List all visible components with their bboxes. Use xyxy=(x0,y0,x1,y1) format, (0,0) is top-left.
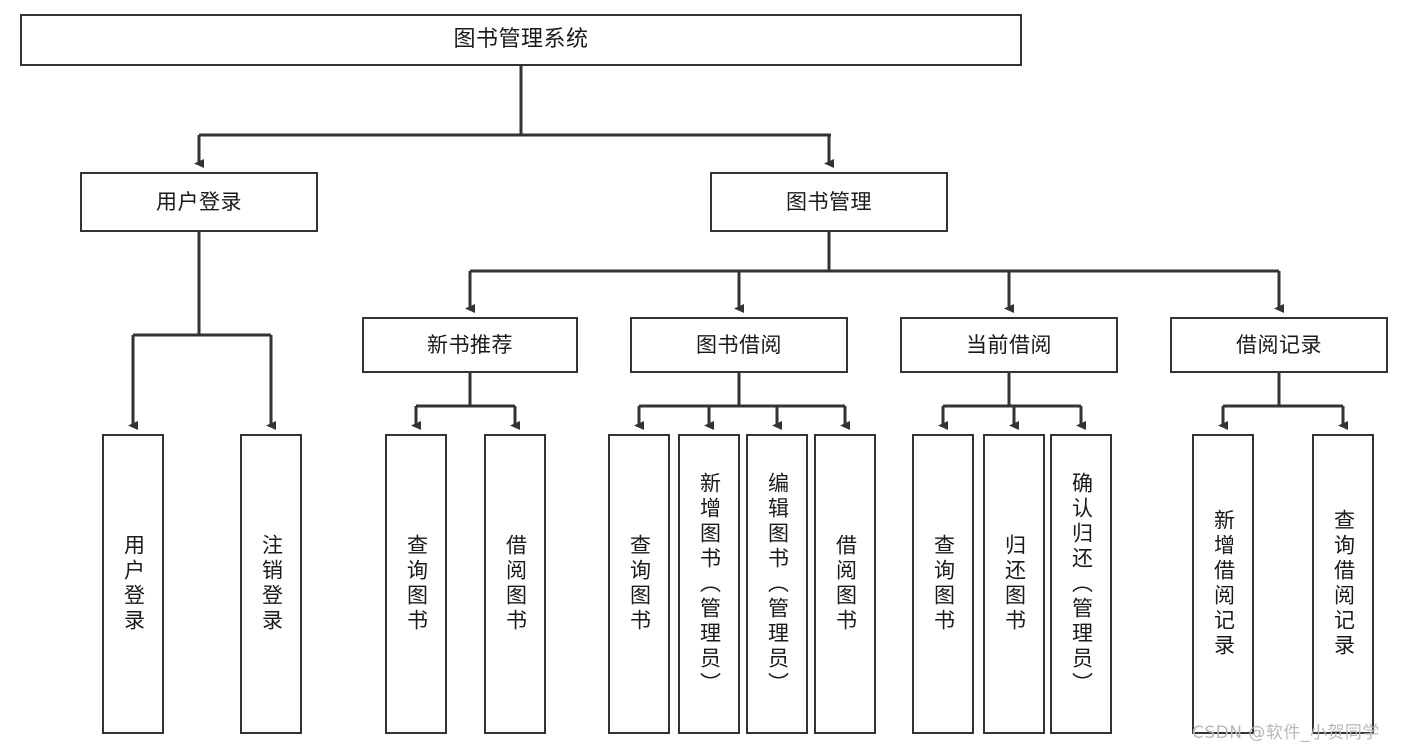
node-leaf-leaf-query-book-borrow-label: 查询图书 xyxy=(627,534,652,634)
node-leaf-leaf-logout[interactable]: 注销登录 xyxy=(240,434,302,734)
node-leaf-leaf-query-book-new[interactable]: 查询图书 xyxy=(385,434,447,734)
node-borrow-record-label: 借阅记录 xyxy=(1236,332,1322,357)
node-leaf-leaf-query-book-borrow[interactable]: 查询图书 xyxy=(608,434,670,734)
node-leaf-leaf-edit-book-label: 编辑图书（管理员） xyxy=(765,471,790,697)
node-leaf-leaf-add-book[interactable]: 新增图书（管理员） xyxy=(678,434,740,734)
csdn-watermark: CSDN @软件_小贺同学 xyxy=(1192,723,1380,743)
node-new-book-recommend-label: 新书推荐 xyxy=(427,332,513,357)
node-leaf-leaf-logout-label: 注销登录 xyxy=(259,534,284,634)
node-leaf-leaf-confirm-return-label: 确认归还（管理员） xyxy=(1069,471,1094,697)
node-root[interactable]: 图书管理系统 xyxy=(20,14,1022,66)
borrow-record-to-leaves-edges xyxy=(1218,373,1348,430)
node-leaf-leaf-user-login[interactable]: 用户登录 xyxy=(102,434,164,734)
book-borrow-to-leaves-edges xyxy=(634,373,850,430)
node-leaf-leaf-borrow-book[interactable]: 借阅图书 xyxy=(814,434,876,734)
node-borrow-record[interactable]: 借阅记录 xyxy=(1170,317,1388,373)
node-user-login-label: 用户登录 xyxy=(156,189,242,214)
node-book-borrow-label: 图书借阅 xyxy=(696,332,782,357)
node-book-management[interactable]: 图书管理 xyxy=(710,172,948,232)
user-login-to-leaves-edges xyxy=(128,232,276,430)
node-leaf-leaf-edit-book[interactable]: 编辑图书（管理员） xyxy=(746,434,808,734)
node-leaf-leaf-return-book[interactable]: 归还图书 xyxy=(983,434,1045,734)
node-leaf-leaf-query-book-new-label: 查询图书 xyxy=(404,534,429,634)
node-current-borrow-label: 当前借阅 xyxy=(966,332,1052,357)
node-leaf-leaf-add-borrow-record-label: 新增借阅记录 xyxy=(1211,509,1236,659)
node-current-borrow[interactable]: 当前借阅 xyxy=(900,317,1118,373)
node-leaf-leaf-query-borrow-record[interactable]: 查询借阅记录 xyxy=(1312,434,1374,734)
node-leaf-leaf-confirm-return[interactable]: 确认归还（管理员） xyxy=(1050,434,1112,734)
node-leaf-leaf-query-book-current-label: 查询图书 xyxy=(931,534,956,634)
book-management-to-level3-edges xyxy=(465,232,1284,313)
node-leaf-leaf-query-book-current[interactable]: 查询图书 xyxy=(912,434,974,734)
node-new-book-recommend[interactable]: 新书推荐 xyxy=(362,317,578,373)
node-leaf-leaf-add-book-label: 新增图书（管理员） xyxy=(697,471,722,697)
node-root-label: 图书管理系统 xyxy=(453,27,589,53)
node-book-borrow[interactable]: 图书借阅 xyxy=(630,317,848,373)
node-leaf-leaf-user-login-label: 用户登录 xyxy=(121,534,146,634)
node-leaf-leaf-borrow-book-new[interactable]: 借阅图书 xyxy=(484,434,546,734)
new-book-recommend-to-leaves-edges xyxy=(411,373,520,430)
current-borrow-to-leaves-edges xyxy=(938,373,1086,430)
node-user-login[interactable]: 用户登录 xyxy=(80,172,318,232)
node-leaf-leaf-borrow-book-label: 借阅图书 xyxy=(833,534,858,634)
node-leaf-leaf-query-borrow-record-label: 查询借阅记录 xyxy=(1331,509,1356,659)
node-leaf-leaf-borrow-book-new-label: 借阅图书 xyxy=(503,534,528,634)
node-leaf-leaf-return-book-label: 归还图书 xyxy=(1002,534,1027,634)
node-leaf-leaf-add-borrow-record[interactable]: 新增借阅记录 xyxy=(1192,434,1254,734)
node-book-management-label: 图书管理 xyxy=(786,189,872,214)
root-to-level2-edges xyxy=(194,66,834,168)
